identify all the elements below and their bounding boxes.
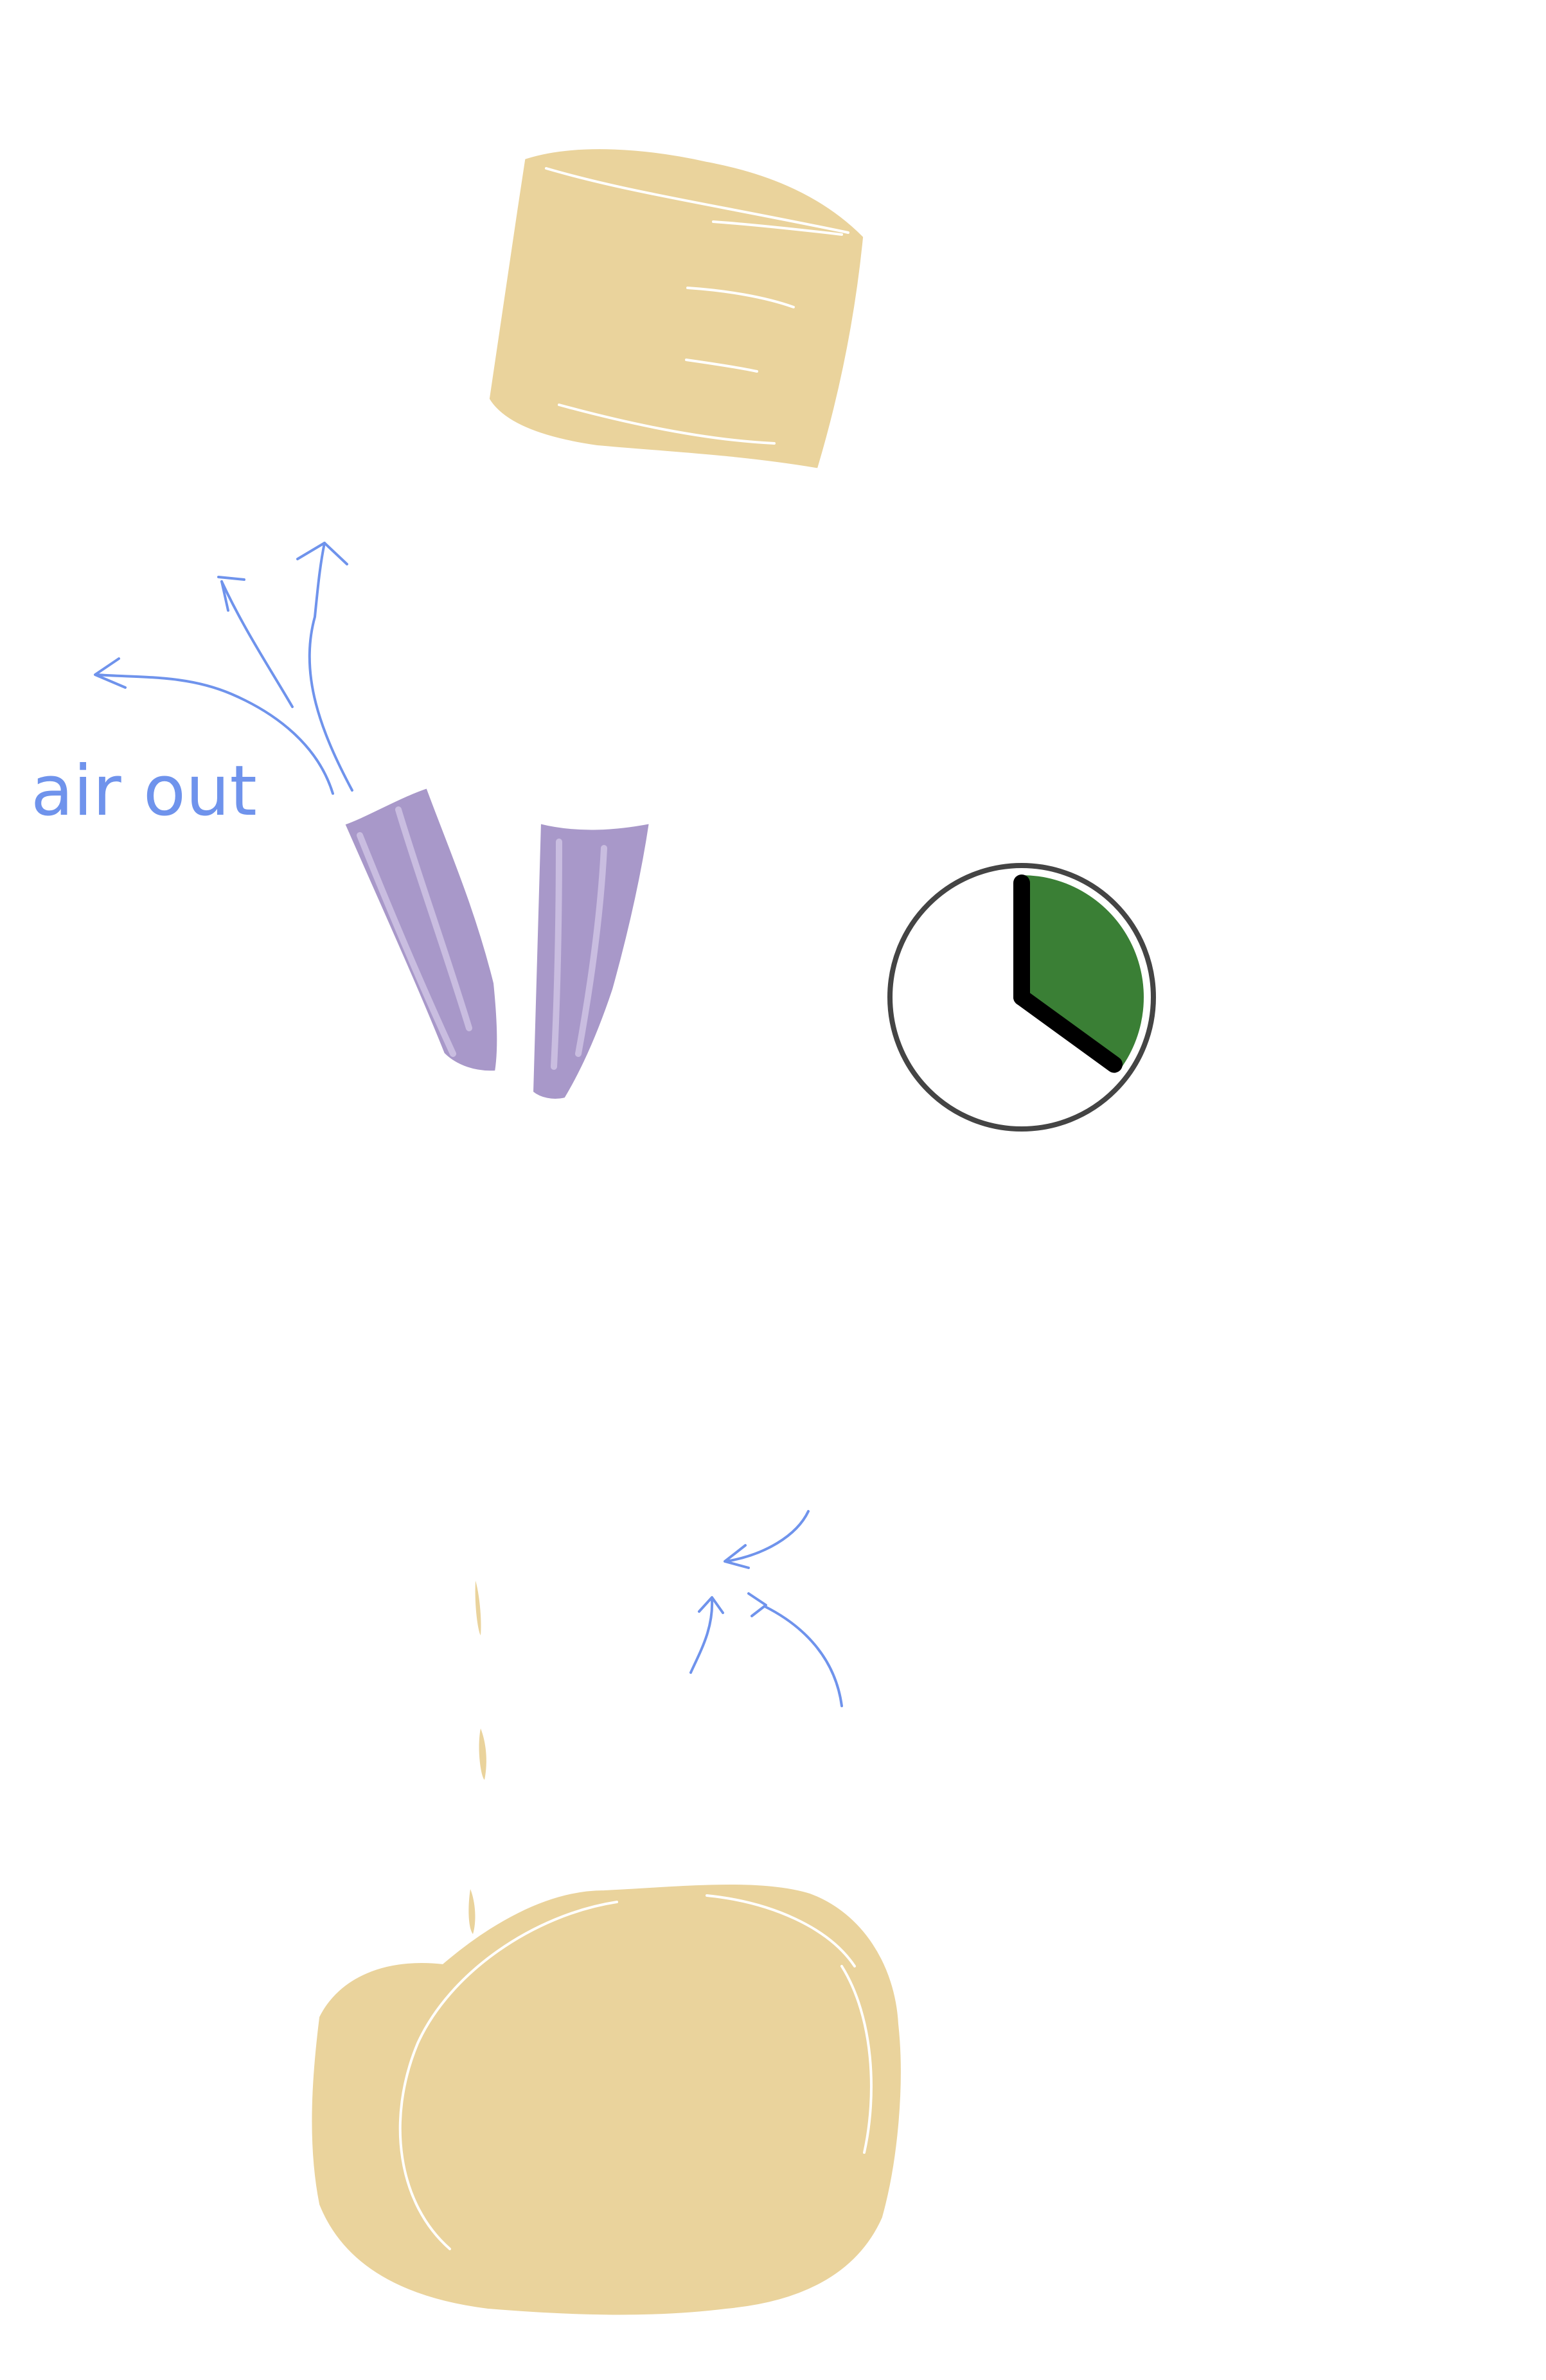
dough-ball-icon xyxy=(312,1884,901,2315)
air-in-arrows xyxy=(689,1510,843,1707)
dough-block-icon xyxy=(489,149,864,468)
air-out-arrows xyxy=(94,542,353,795)
arrow-icon xyxy=(220,580,294,708)
air-out-label: air out xyxy=(31,751,257,831)
arrow-icon xyxy=(689,1599,714,1674)
arrow-icon xyxy=(308,542,353,792)
timer-icon xyxy=(887,863,1156,1132)
glove-icon xyxy=(342,785,500,1074)
dough-drip xyxy=(468,1581,486,1934)
arrow-icon xyxy=(763,1605,843,1707)
arrow-icon xyxy=(95,673,334,795)
glove-icon xyxy=(530,821,652,1101)
arrow-icon xyxy=(725,1510,810,1563)
